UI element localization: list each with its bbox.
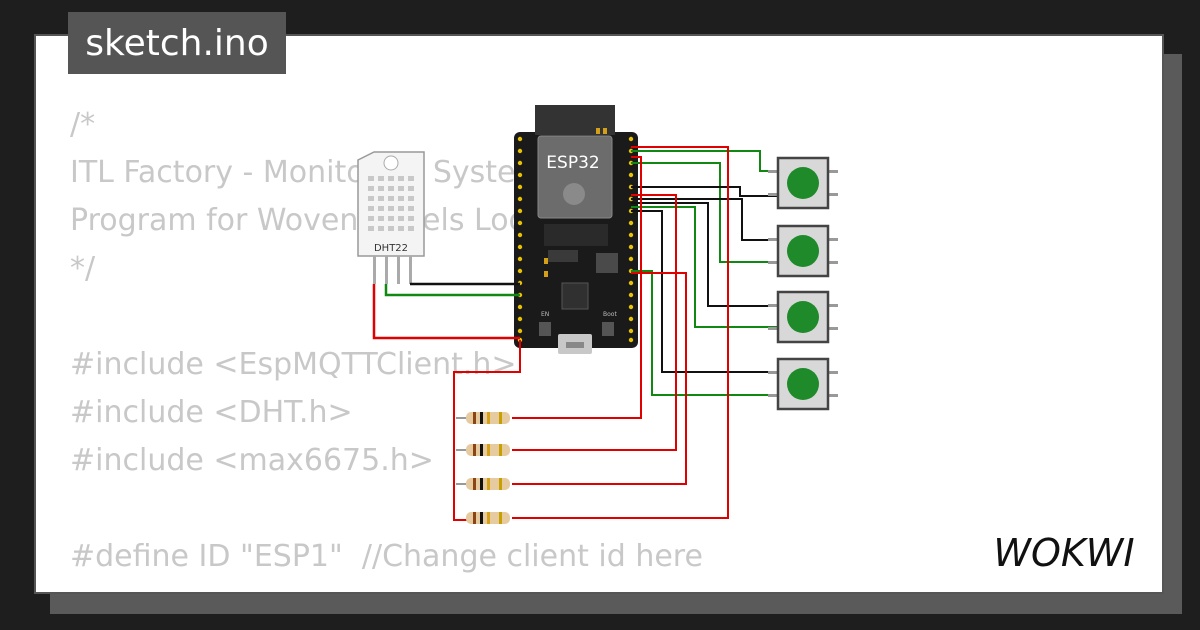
pushbutton-3[interactable]: [768, 290, 838, 344]
button-wires: [631, 150, 778, 396]
dht22-wires: [372, 282, 520, 340]
code-line-6: #include <EspMQTTClient.h>: [70, 347, 517, 382]
dht22-sensor[interactable]: DHT22: [357, 151, 425, 284]
pushbutton-1[interactable]: [768, 156, 838, 210]
code-line-10: #define ID "ESP1" //Change client id her…: [70, 539, 703, 574]
dht22-label: DHT22: [374, 243, 408, 254]
pushbutton-4[interactable]: [768, 357, 838, 411]
en-label: EN: [541, 311, 549, 318]
resistor-2[interactable]: [456, 444, 510, 456]
esp32-label: ESP32: [546, 153, 599, 173]
resistor-3[interactable]: [456, 478, 510, 490]
resistor-1[interactable]: [456, 412, 510, 424]
code-line-7: #include <DHT.h>: [70, 395, 353, 430]
code-line-1: /*: [70, 107, 96, 142]
code-line-8: #include <max6675.h>: [70, 443, 434, 478]
wokwi-logo: WOKWI: [993, 531, 1134, 575]
esp32-board[interactable]: ESP32 EN Boot: [514, 105, 638, 354]
pushbutton-2[interactable]: [768, 224, 838, 278]
resistor-wires: [453, 146, 729, 521]
file-tab[interactable]: sketch.ino: [68, 12, 286, 74]
boot-label: Boot: [603, 311, 617, 318]
code-line-4: */: [70, 251, 96, 286]
resistor-4[interactable]: [466, 512, 510, 524]
wokwi-logo-text: WOKWI: [993, 531, 1134, 575]
